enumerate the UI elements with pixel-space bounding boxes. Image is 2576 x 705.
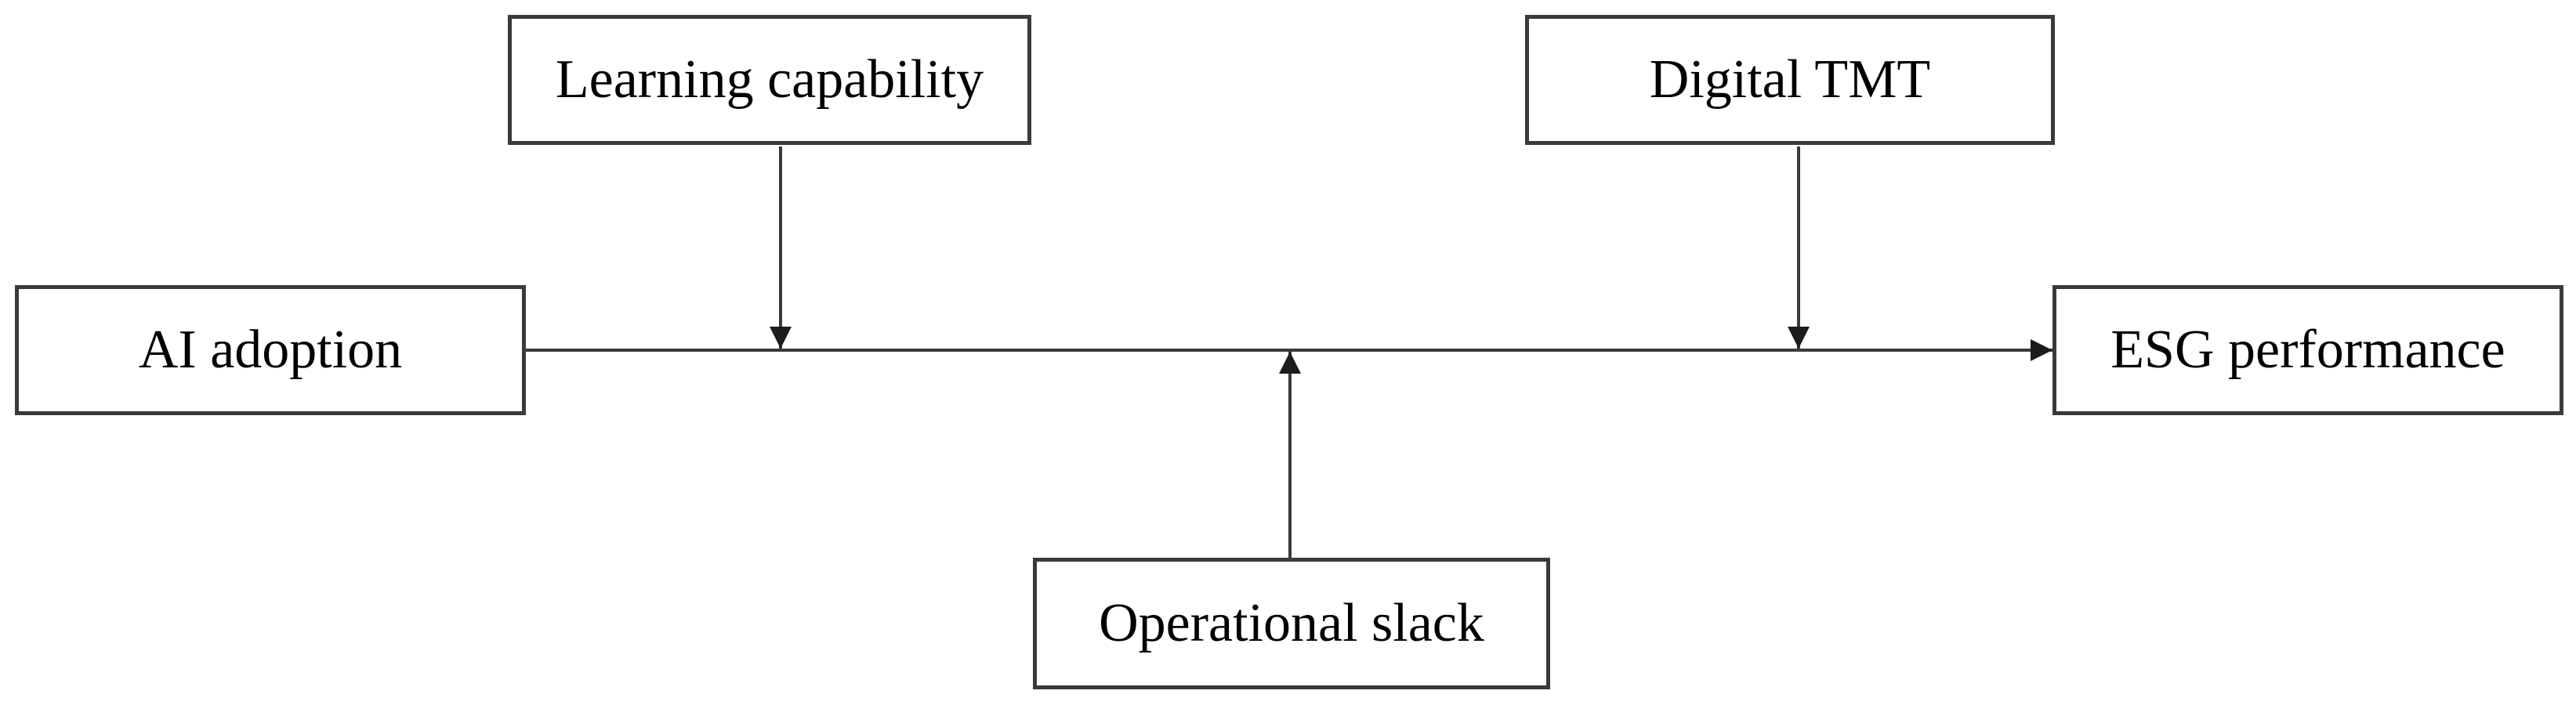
node-learning-capability: Learning capability	[508, 15, 1031, 145]
node-operational-slack-label: Operational slack	[1099, 593, 1484, 653]
node-learning-capability-label: Learning capability	[555, 49, 984, 110]
node-operational-slack: Operational slack	[1033, 558, 1550, 689]
node-esg-performance: ESG performance	[2052, 285, 2563, 415]
node-ai-adoption: AI adoption	[15, 285, 526, 415]
node-digital-tmt-label: Digital TMT	[1649, 49, 1931, 110]
node-ai-adoption-label: AI adoption	[138, 320, 403, 380]
node-digital-tmt: Digital TMT	[1525, 15, 2055, 145]
node-esg-performance-label: ESG performance	[2110, 320, 2505, 380]
